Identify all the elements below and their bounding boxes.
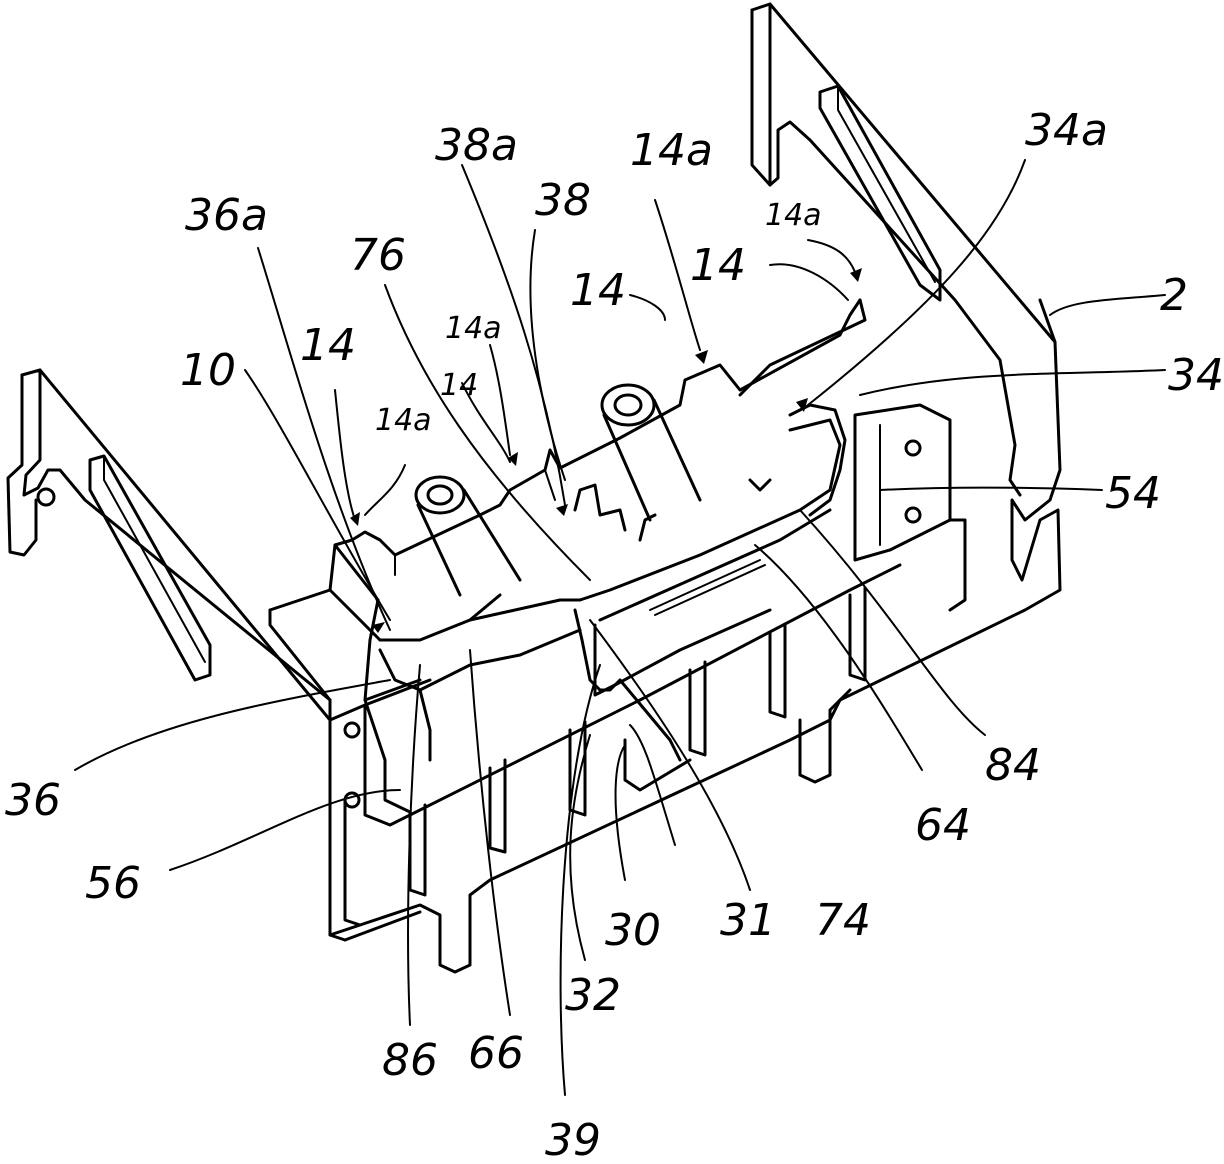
label-34a: 34a (1025, 105, 1108, 156)
label-14-right: 14 (690, 240, 746, 291)
label-74: 74 (815, 895, 871, 946)
label-14a-mid: 14a (445, 311, 502, 346)
arrowheads (350, 268, 862, 633)
label-84: 84 (985, 740, 1041, 791)
label-34: 34 (1168, 350, 1224, 401)
label-14-center: 14 (570, 265, 626, 316)
contact-bars (365, 405, 845, 812)
label-14a-left: 14a (375, 403, 432, 438)
label-54: 54 (1105, 468, 1161, 519)
label-36a: 36a (185, 190, 268, 241)
label-66: 66 (468, 1028, 524, 1079)
label-76: 76 (350, 230, 406, 281)
label-86: 86 (382, 1035, 438, 1086)
label-32: 32 (565, 970, 621, 1021)
label-64: 64 (915, 800, 971, 851)
label-14-left: 14 (300, 320, 356, 371)
label-14a-right: 14a (765, 198, 822, 233)
label-14-mid: 14 (440, 368, 478, 403)
rear-plate (270, 300, 865, 700)
reference-labels: 2 34 34a 54 84 64 74 31 30 32 39 66 86 5… (5, 105, 1224, 1164)
label-10: 10 (180, 345, 236, 396)
label-14a-top: 14a (630, 125, 713, 176)
label-56: 56 (85, 858, 141, 909)
label-38a: 38a (435, 120, 518, 171)
label-39: 39 (545, 1115, 601, 1164)
label-31: 31 (720, 895, 776, 946)
label-30: 30 (605, 905, 661, 956)
label-38: 38 (535, 175, 591, 226)
label-2: 2 (1160, 270, 1188, 321)
label-36: 36 (5, 775, 61, 826)
